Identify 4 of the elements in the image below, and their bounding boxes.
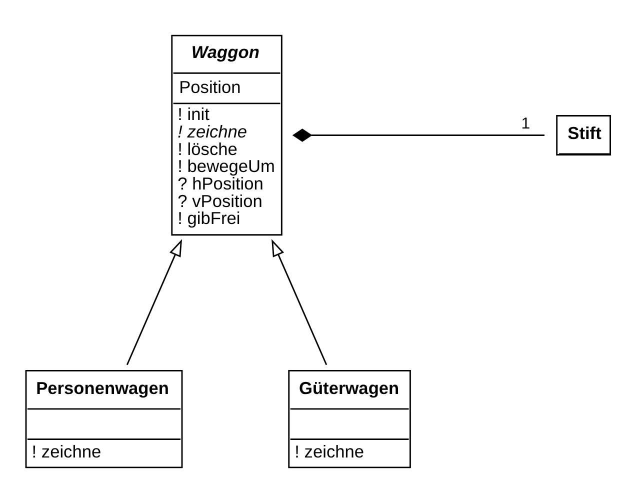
connector [292, 128, 544, 142]
edge-label: 1 [521, 115, 530, 132]
arrow [126, 239, 182, 366]
arrow [272, 239, 328, 366]
